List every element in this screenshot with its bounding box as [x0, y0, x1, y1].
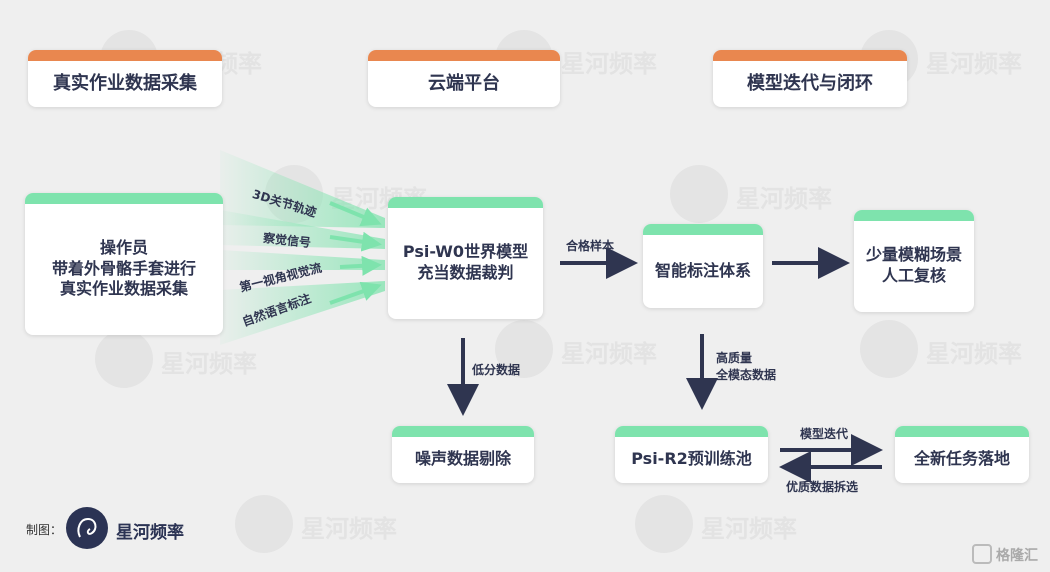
edge-label-qualified: 合格样本 [566, 239, 615, 253]
stream-arrow [329, 201, 382, 227]
node-operator: 操作员 带着外骨骼手套进行 真实作业数据采集 [25, 193, 223, 335]
node-manual-review: 少量模糊场景 人工复核 [854, 210, 974, 312]
header-cloud: 云端平台 [368, 50, 560, 107]
stream-arrow [329, 231, 382, 252]
watermark-corner: 格隆汇 [996, 548, 1038, 564]
edge-label-quality-pick: 优质数据拆选 [786, 480, 859, 494]
node-new-task: 全新任务落地 [895, 426, 1029, 483]
brand-name: 星河频率 [116, 523, 184, 543]
header-collect: 真实作业数据采集 [28, 50, 222, 107]
node-smart-label: 智能标注体系 [643, 224, 763, 308]
edge-label-low-score: 低分数据 [472, 363, 521, 377]
stream-arrow [329, 281, 382, 305]
brand-logo-icon [66, 507, 108, 549]
node-noise-remove: 噪声数据剔除 [392, 426, 534, 483]
edge-label-model-iter: 模型迭代 [800, 427, 849, 441]
edge-label-high-quality: 高质量 全模态数据 [716, 351, 777, 383]
made-by-label: 制图： [26, 523, 63, 537]
header-iterate: 模型迭代与闭环 [713, 50, 907, 107]
gelonghui-logo-icon [972, 544, 992, 564]
stream-arrow [339, 255, 382, 276]
node-psi-w0: Psi-W0世界模型 充当数据裁判 [388, 197, 543, 319]
node-psi-r2: Psi-R2预训练池 [615, 426, 768, 483]
